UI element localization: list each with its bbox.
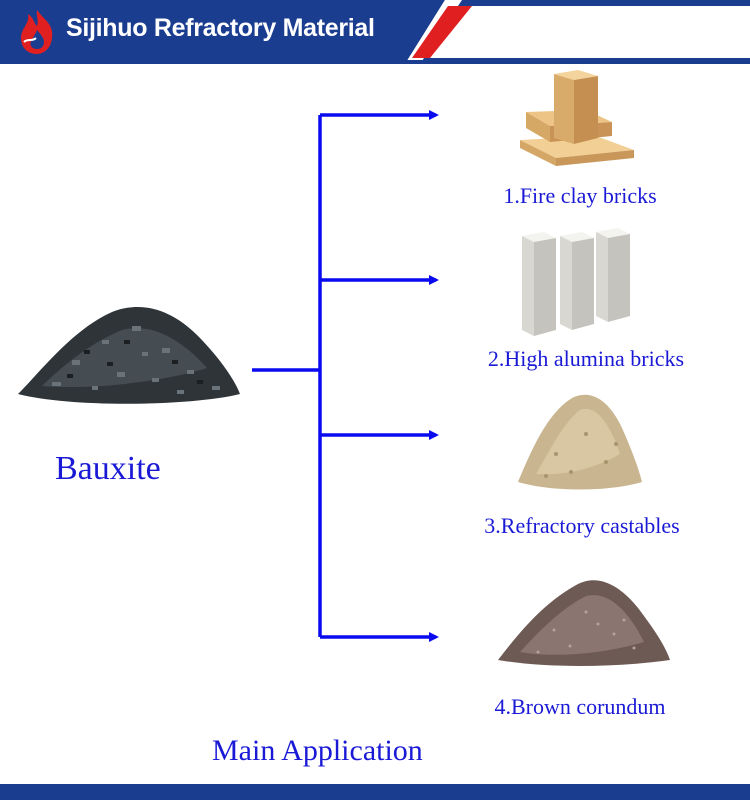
product-label-3: 3.Refractory castables <box>484 513 680 538</box>
brand-title: Sijihuo Refractory Material <box>66 14 375 42</box>
bauxite-ore-image <box>18 306 240 404</box>
fire-clay-bricks-image <box>520 70 634 166</box>
diagram-caption: Main Application <box>212 734 423 767</box>
flame-logo-icon <box>21 10 53 54</box>
high-alumina-bricks-image <box>522 228 630 336</box>
header-background <box>0 0 750 64</box>
product-label-2: 2.High alumina bricks <box>487 346 685 371</box>
castable-powder-image <box>518 394 642 490</box>
brown-corundum-image <box>498 580 670 666</box>
product-label-1: 1.Fire clay bricks <box>503 183 657 208</box>
header-bar: Sijihuo Refractory Material <box>0 0 750 64</box>
source-label: Bauxite <box>55 450 161 487</box>
product-label-4: 4.Brown corundum <box>494 694 666 719</box>
footer-bar <box>0 784 750 800</box>
